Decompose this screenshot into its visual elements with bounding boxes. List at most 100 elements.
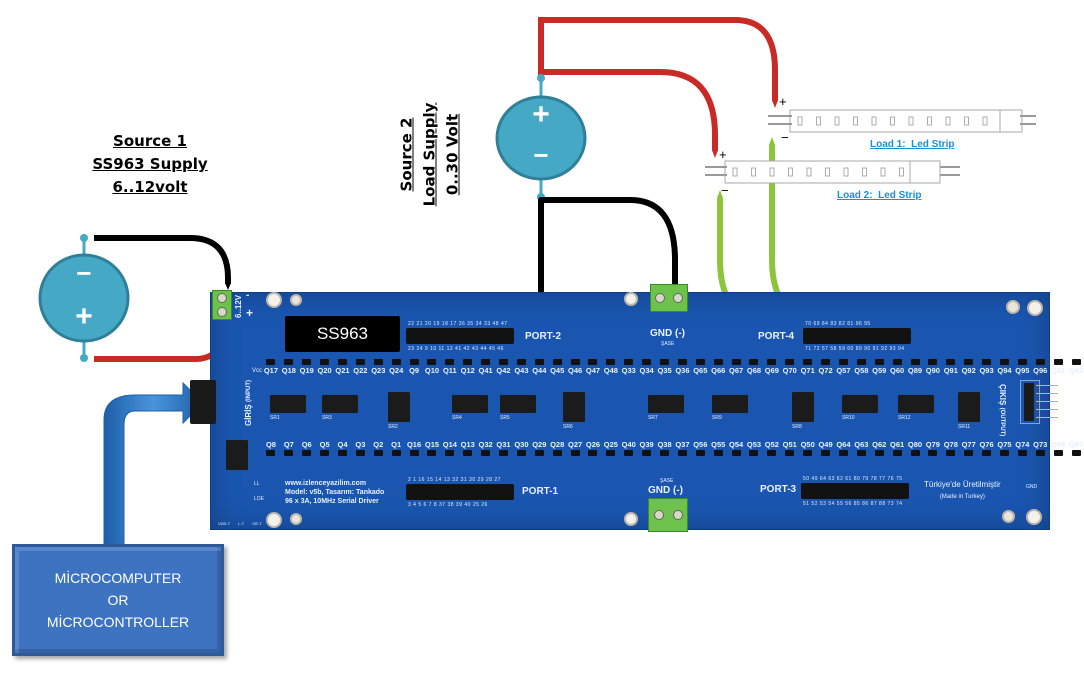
red-wire-load2-tip	[712, 150, 718, 158]
transistor-q89: Q89	[906, 358, 924, 375]
load1-label[interactable]: Load 1: Led Strip	[870, 139, 954, 150]
transistor-icon	[624, 359, 634, 365]
transistor-label: Q41	[478, 366, 493, 375]
transistor-icon	[731, 450, 741, 456]
transistor-icon	[892, 450, 902, 456]
transistor-icon	[427, 450, 437, 456]
transistor-q31: Q31	[495, 440, 513, 457]
transistor-label: Q69	[764, 366, 779, 375]
transistor-label: Q73	[1033, 440, 1048, 449]
transistor-icon	[445, 359, 455, 365]
gnd-terminal-top[interactable]	[650, 284, 688, 312]
transistor-q73: Q73	[1031, 440, 1049, 457]
red-wire-load1	[538, 17, 778, 103]
transistor-q63: Q63	[852, 440, 870, 457]
transistor-q93: Q93	[978, 358, 996, 375]
transistor-icon	[767, 359, 777, 365]
shift-register-sr11	[958, 392, 980, 422]
led-icon	[732, 167, 738, 177]
transistor-icon	[516, 450, 526, 456]
transistor-label: Q4	[337, 440, 348, 449]
transistor-icon	[713, 359, 723, 365]
transistor-q6: Q6	[298, 440, 316, 457]
input-connector[interactable]	[190, 380, 216, 424]
power-input-terminal[interactable]	[212, 290, 232, 320]
transistor-icon	[1053, 450, 1063, 456]
transistor-label: Q55	[711, 440, 726, 449]
transistor-icon	[767, 450, 777, 456]
test-point-vdd: VDD-T	[218, 521, 231, 526]
transistor-label: Q44	[532, 366, 547, 375]
port3-label: PORT-3	[760, 484, 797, 495]
transistor-label: Q62	[872, 440, 887, 449]
shift-register-sr3	[322, 395, 358, 413]
transistor-label: Q96	[1033, 366, 1048, 375]
microcontroller-box: MİCROCOMPUTER OR MİCROCONTROLLER	[12, 544, 224, 656]
transistor-icon	[856, 450, 866, 456]
transistor-q19: Q19	[298, 358, 316, 375]
transistor-q64: Q64	[835, 440, 853, 457]
transistor-q68: Q68	[745, 358, 763, 375]
mount-hole	[266, 292, 282, 308]
shift-register-sr7	[648, 395, 684, 413]
transistor-q24: Q24	[387, 358, 405, 375]
shift-register-sr5	[500, 395, 536, 413]
power-input-voltage: 6..12V	[234, 294, 243, 318]
mount-hole	[1006, 300, 1020, 314]
transistor-label: Q94	[997, 366, 1012, 375]
transistor-icon	[803, 450, 813, 456]
led-strip-1	[768, 109, 1036, 133]
port4-label: PORT-4	[758, 331, 795, 342]
led-icon	[751, 167, 756, 177]
transistor-label: Q36	[675, 366, 690, 375]
transistor-label: Q11	[442, 366, 457, 375]
transistor-icon	[642, 450, 652, 456]
transistor-label: Q13	[460, 440, 475, 449]
source1-voltage: 6..12volt	[112, 178, 188, 196]
source2-minus-icon: −	[533, 140, 549, 170]
transistor-icon	[302, 450, 312, 456]
transistor-q66: Q66	[709, 358, 727, 375]
transistor-q20: Q20	[316, 358, 334, 375]
transistor-q2: Q2	[369, 440, 387, 457]
shift-register-sr4	[452, 395, 488, 413]
mc-line-2: OR	[107, 592, 129, 608]
transistor-label: Q35	[657, 366, 672, 375]
port4-bottom-pins: 71 72 57 58 59 60 89 90 91 92 93 94	[805, 346, 905, 352]
transistor-icon	[749, 450, 759, 456]
port1-header[interactable]	[406, 484, 514, 500]
port3-top-pins: 50 49 64 63 62 61 80 79 78 77 76 75	[803, 476, 903, 482]
source1-label: Source 1 SS963 Supply 6..12volt	[90, 130, 210, 199]
transistor-q41: Q41	[477, 358, 495, 375]
power-plus-mark: +	[246, 306, 254, 320]
load2-label[interactable]: Load 2: Led Strip	[837, 190, 921, 201]
transistor-icon	[695, 450, 705, 456]
transistor-label: Q26	[585, 440, 601, 449]
transistor-q50: Q50	[799, 440, 817, 457]
transistor-label: Q74	[1015, 440, 1030, 449]
screw-icon	[217, 293, 227, 303]
transistor-label: Q87	[1068, 440, 1084, 449]
transistor-q39: Q39	[638, 440, 656, 457]
transistor-icon	[785, 450, 795, 456]
transistor-q25: Q25	[602, 440, 620, 457]
transistor-q62: Q62	[870, 440, 888, 457]
shift-register-label: SR6	[563, 424, 573, 430]
transistor-icon	[588, 450, 598, 456]
load1-label-name: Led Strip	[911, 139, 955, 150]
transistor-q35: Q35	[656, 358, 674, 375]
transistor-label: Q28	[550, 440, 565, 449]
port2-header[interactable]	[406, 328, 514, 344]
transistor-q4: Q4	[334, 440, 352, 457]
transistor-icon	[660, 450, 670, 456]
port3-header[interactable]	[801, 483, 909, 499]
transistor-icon	[463, 450, 473, 456]
source2-voltage: 0..30 Volt	[443, 113, 462, 196]
shift-register-sr8	[792, 392, 814, 422]
transistor-label: Q70	[782, 366, 797, 375]
shift-register-label: SR7	[648, 415, 658, 421]
gnd-terminal-bottom[interactable]	[648, 498, 688, 532]
transistor-q58: Q58	[852, 358, 870, 375]
arrow-mc-to-input	[103, 381, 204, 546]
port4-header[interactable]	[803, 328, 911, 344]
